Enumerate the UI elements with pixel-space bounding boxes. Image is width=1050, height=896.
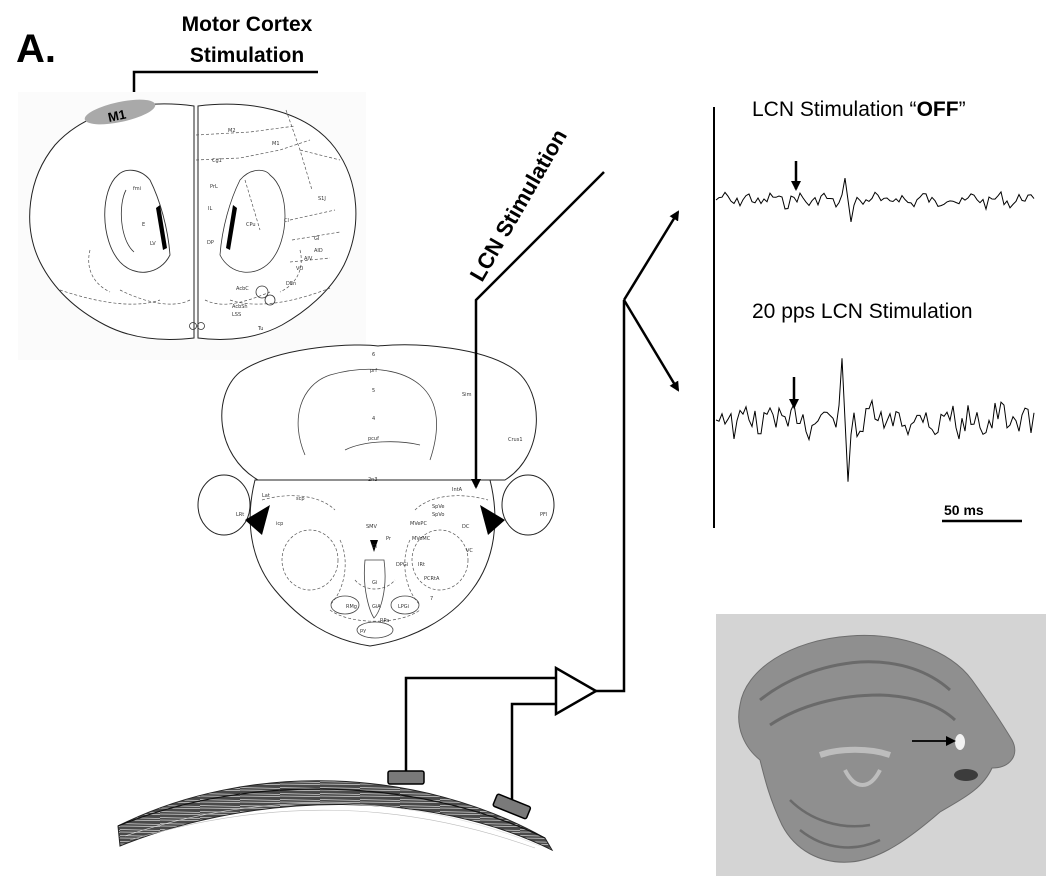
lcn-stimulation-label: LCN Stimulation — [465, 125, 572, 286]
motor-cortex-title-line1: Motor Cortex — [182, 13, 313, 36]
lcn-stim-arrow — [471, 171, 605, 489]
atlas-label: GI — [314, 236, 319, 242]
atlas-label: icp — [276, 521, 283, 527]
off-trace — [715, 178, 1035, 222]
atlas-label: RPa — [380, 618, 389, 624]
atlas-label: 7 — [430, 596, 433, 602]
atlas-label: DEn — [286, 281, 296, 287]
atlas-label: DP — [207, 240, 214, 246]
atlas-label: IRt — [418, 562, 425, 568]
motor-cortex-stim-arrow — [129, 70, 318, 102]
atlas-label: Cl — [372, 544, 377, 550]
atlas-label: Lat — [262, 493, 270, 499]
panel-a-label: A. — [16, 27, 56, 71]
split-arrows — [622, 210, 680, 392]
atlas-label: py — [360, 628, 366, 634]
atlas-label: prf — [370, 368, 377, 374]
atlas-label: fmi — [133, 186, 141, 192]
electrode-1 — [387, 770, 425, 785]
atlas-label: LSS — [232, 312, 241, 318]
motor-cortex-title-line2: Stimulation — [190, 44, 304, 67]
m1-region-label: M1 — [107, 106, 128, 124]
forebrain-coronal-section: M1 M2 M1 Cg1 PrL — [18, 92, 366, 360]
atlas-label: Gi — [372, 580, 377, 586]
atlas-label: 5 — [372, 388, 375, 394]
atlas-label: Tu — [257, 326, 263, 332]
atlas-label: GiA — [372, 604, 381, 610]
on-trace-title: 20 pps LCN Stimulation — [752, 300, 973, 323]
atlas-label: VO — [296, 266, 303, 272]
atlas-label: M1 — [272, 141, 280, 147]
atlas-label: Sim — [462, 392, 472, 398]
atlas-label: Pr — [386, 536, 392, 542]
atlas-label: scp — [296, 496, 305, 502]
atlas-label: LPGi — [398, 604, 409, 610]
atlas-label: MVePC — [410, 521, 427, 527]
atlas-label: AIV — [304, 256, 313, 262]
atlas-label: PCRtA — [424, 576, 440, 582]
atlas-label: PrL — [210, 184, 218, 190]
atlas-label: IntA — [452, 487, 463, 493]
atlas-label: RMg — [346, 604, 357, 610]
atlas-label: pcuf — [368, 436, 379, 442]
on-trace — [715, 358, 1035, 482]
atlas-label: DPGi — [396, 562, 408, 568]
cerebellum-coronal-section: 6 prf 5 4 pcuf Sim Crus1 2n3 Lat IntA LR… — [197, 344, 555, 647]
atlas-label: Cl — [284, 218, 289, 224]
atlas-label: AcbSh — [232, 304, 248, 310]
atlas-label: AID — [314, 248, 323, 254]
atlas-label: 4 — [372, 416, 375, 422]
atlas-label: CPu — [246, 222, 256, 228]
atlas-label: Crus1 — [508, 437, 523, 443]
atlas-label: 6 — [372, 352, 375, 358]
scale-bar-label: 50 ms — [944, 502, 984, 518]
atlas-label: M2 — [228, 128, 236, 134]
atlas-label: DC — [462, 524, 470, 530]
atlas-label: S1J — [318, 196, 326, 202]
muscle-illustration — [117, 780, 554, 852]
off-trace-title: LCN Stimulation “OFF” — [752, 98, 966, 121]
atlas-label: 2n3 — [368, 477, 378, 483]
atlas-label: PFl — [540, 512, 547, 518]
m1-region — [84, 99, 156, 125]
emg-recording-circuit — [404, 300, 626, 802]
atlas-label: AcbC — [236, 286, 249, 292]
atlas-label: SpVe — [432, 504, 444, 510]
atlas-label: LV — [150, 241, 156, 247]
atlas-label: MVeMC — [412, 536, 431, 542]
atlas-label: Cg1 — [212, 158, 222, 164]
atlas-label: LRt — [236, 512, 244, 518]
atlas-label: SMV — [366, 524, 377, 530]
atlas-label: VC — [466, 548, 473, 554]
atlas-label: E — [142, 222, 145, 228]
atlas-label: IL — [208, 206, 212, 212]
atlas-label: SpVo — [432, 512, 444, 518]
histology-section — [716, 614, 1046, 876]
amplifier-icon — [554, 665, 599, 717]
electrode-2 — [492, 793, 532, 820]
